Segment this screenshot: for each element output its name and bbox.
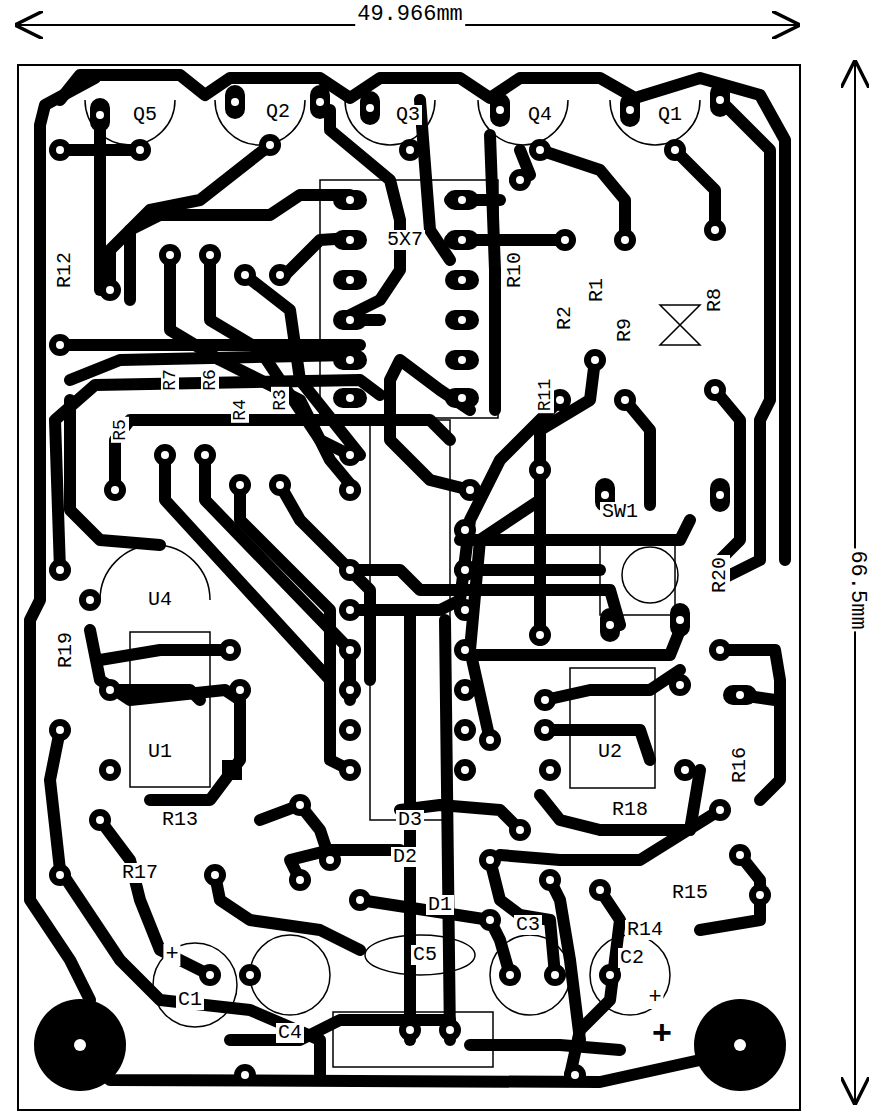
- part-label: Q1: [656, 105, 684, 125]
- board-outline: [18, 65, 800, 1110]
- part-label: R6: [201, 367, 219, 393]
- part-label: R19: [56, 630, 76, 670]
- part-label: R1: [587, 276, 607, 304]
- part-label: R13: [160, 810, 200, 830]
- part-label: Q3: [394, 105, 422, 125]
- copper-pads: [34, 83, 786, 1091]
- part-label: R11: [536, 377, 554, 413]
- part-label: C4: [276, 1023, 304, 1043]
- part-label: +: [646, 987, 663, 1009]
- part-label: SW1: [600, 502, 640, 522]
- component-outlines: [85, 100, 700, 1067]
- part-label: C5: [411, 945, 439, 965]
- part-label: U1: [146, 742, 174, 762]
- part-label: U2: [596, 742, 624, 762]
- part-label: R3: [271, 387, 289, 413]
- copper-traces: [30, 75, 785, 1082]
- part-label: D3: [396, 810, 424, 830]
- part-label: 5X7: [385, 230, 425, 250]
- part-label: +: [163, 944, 180, 966]
- part-label: R15: [670, 883, 710, 903]
- part-label: U4: [146, 590, 174, 610]
- part-label: R8: [705, 286, 725, 314]
- part-label: 49.966mm: [355, 4, 465, 26]
- part-label: R10: [505, 250, 525, 290]
- part-label: R18: [610, 800, 650, 820]
- part-label: R20: [710, 555, 730, 595]
- part-label: R5: [111, 417, 129, 443]
- part-label: R2: [555, 304, 575, 332]
- part-label: R14: [625, 920, 665, 940]
- part-label: D1: [426, 895, 454, 915]
- part-label: R12: [55, 250, 75, 290]
- part-label: C2: [618, 948, 646, 968]
- part-label: Q2: [264, 102, 292, 122]
- part-label: R17: [120, 863, 160, 883]
- part-label: R16: [730, 745, 750, 785]
- part-label: R9: [615, 316, 635, 344]
- part-label: Q4: [526, 105, 554, 125]
- part-label: 66.5mm: [846, 548, 868, 631]
- part-label: +: [650, 1018, 674, 1052]
- dimension-lines: [15, 25, 855, 1105]
- part-label: C1: [176, 990, 204, 1010]
- part-label: C3: [514, 915, 542, 935]
- part-label: R7: [161, 367, 179, 393]
- part-label: D2: [391, 847, 419, 867]
- part-label: R4: [231, 397, 249, 423]
- part-label: Q5: [131, 105, 159, 125]
